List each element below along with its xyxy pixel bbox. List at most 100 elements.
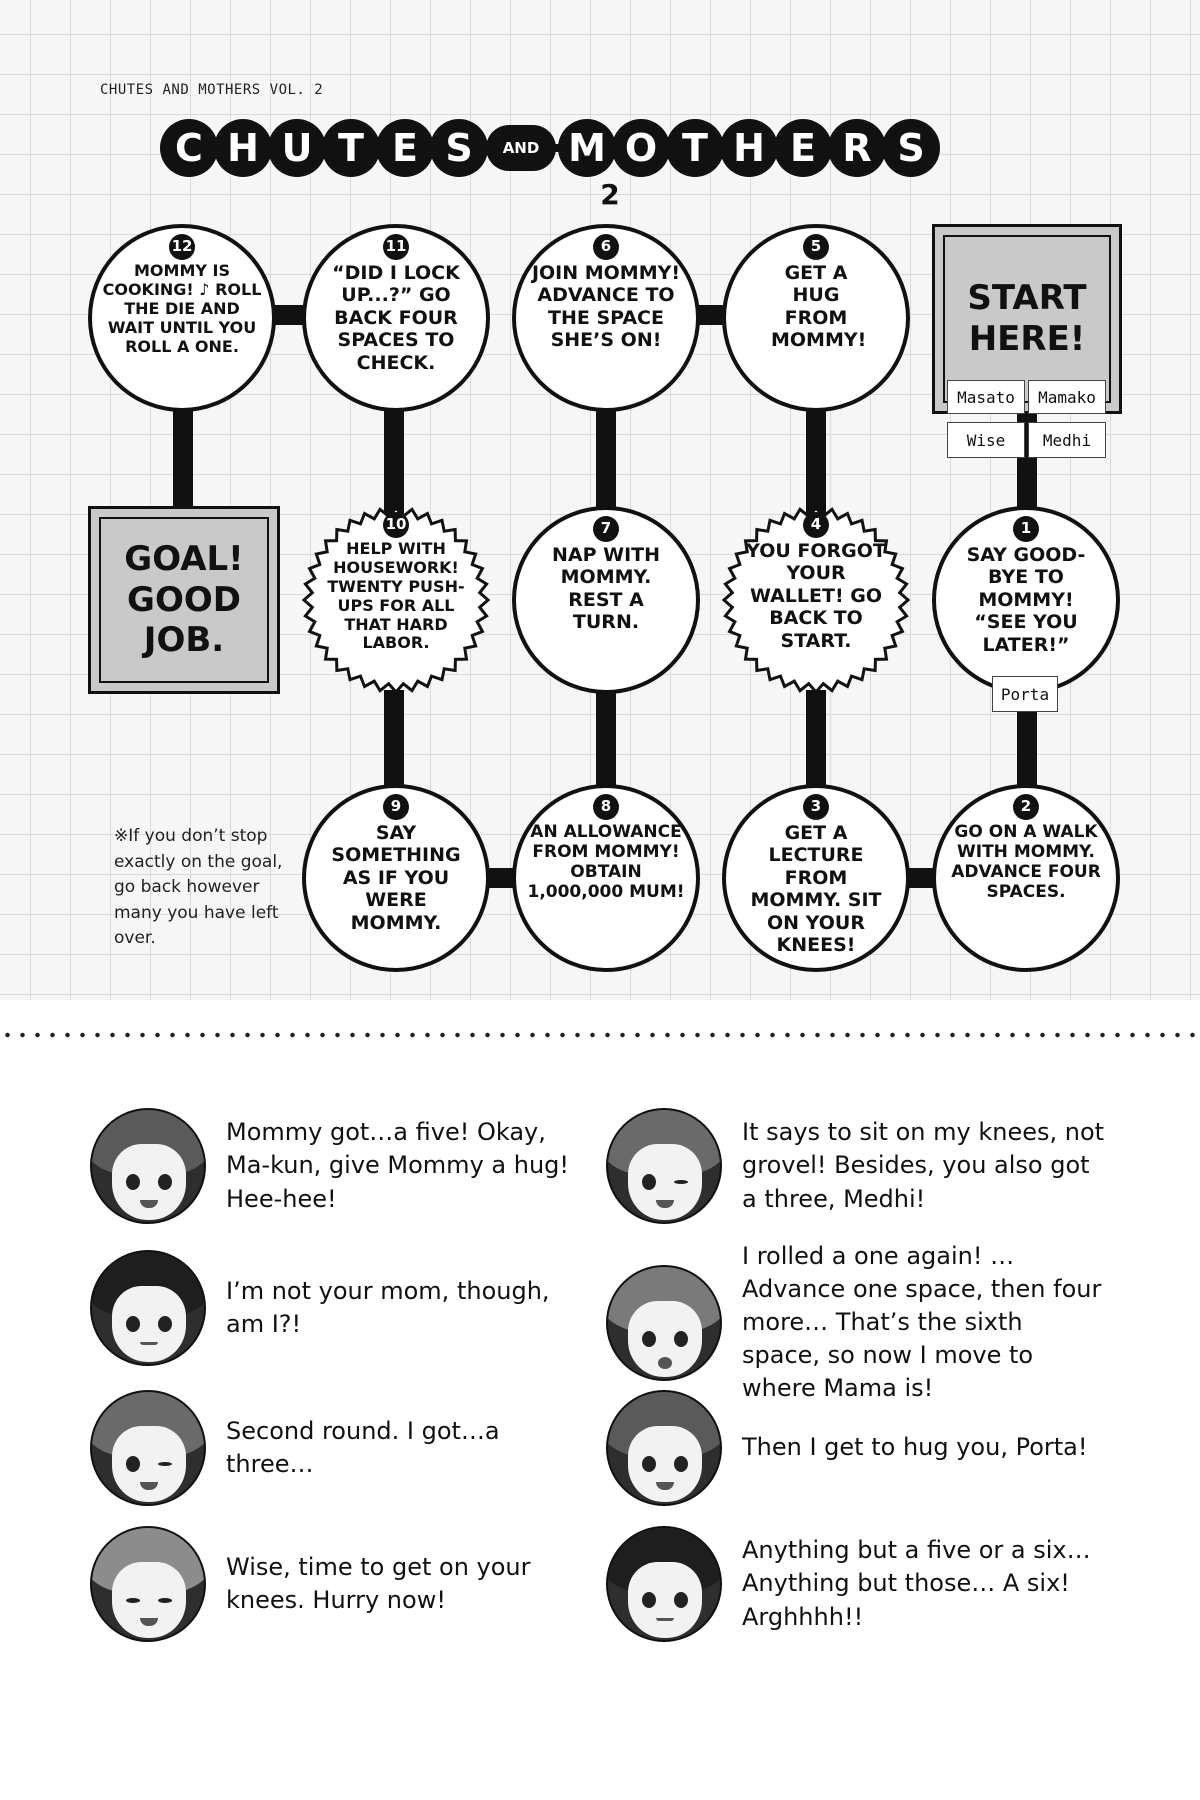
avatar-face — [628, 1562, 702, 1638]
dialogue-line: Wise, time to get on your knees. Hurry n… — [90, 1526, 570, 1642]
token-mamako: Mamako — [1028, 380, 1106, 414]
rule-note: ※If you don’t stop exactly on the goal, … — [114, 826, 283, 948]
volume-number: 2 — [600, 178, 620, 211]
space-text: GET A LECTURE FROM MOMMY. SIT ON YOUR KN… — [750, 822, 882, 957]
space-number: 3 — [803, 794, 829, 820]
connector — [1017, 690, 1037, 800]
dialogue-line: I’m not your mom, though, am I?! — [90, 1250, 570, 1366]
board-space-2: 2 GO ON A WALK WITH MOMMY. ADVANCE FOUR … — [932, 784, 1120, 972]
dialogue-text: Wise, time to get on your knees. Hurry n… — [226, 1552, 531, 1614]
goal-space: GOAL! GOOD JOB. — [88, 506, 280, 694]
dialogue-line: Then I get to hug you, Porta! — [606, 1390, 1106, 1506]
title-letter: S — [882, 119, 940, 177]
token-masato: Masato — [947, 380, 1025, 414]
dialogue-text: Second round. I got…a three… — [226, 1416, 500, 1478]
title-letter: T — [322, 119, 380, 177]
square-frame — [943, 235, 1111, 403]
wise-avatar — [90, 1526, 206, 1642]
square-frame — [99, 517, 269, 683]
dialogue-line: Second round. I got…a three… — [90, 1390, 570, 1506]
space-text: HELP WITH HOUSEWORK! TWENTY PUSH-UPS FOR… — [327, 539, 465, 653]
space-number: 6 — [593, 234, 619, 260]
zigzag-border — [302, 506, 490, 694]
space-text: MOMMY IS COOKING! ♪ ROLL THE DIE AND WAI… — [102, 261, 262, 356]
board-space-3: 3 GET A LECTURE FROM MOMMY. SIT ON YOUR … — [722, 784, 910, 972]
space-text: JOIN MOMMY! ADVANCE TO THE SPACE SHE’S O… — [531, 262, 681, 352]
porta-avatar — [606, 1264, 722, 1381]
space-text: NAP WITH MOMMY. REST A TURN. — [551, 544, 661, 634]
space-number: 1 — [1013, 516, 1039, 542]
dialogue-text: I’m not your mom, though, am I?! — [226, 1276, 550, 1338]
title-letter: O — [612, 119, 670, 177]
masato-avatar — [90, 1250, 206, 1366]
zigzag-border — [722, 506, 910, 694]
dialogue-line: I rolled a one again! …Advance one space… — [606, 1240, 1106, 1406]
board-space-1: 1 SAY GOOD-BYE TO MOMMY! “SEE YOU LATER!… — [932, 506, 1120, 694]
space-number: 7 — [593, 516, 619, 542]
title-letter: S — [430, 119, 488, 177]
space-number: 2 — [1013, 794, 1039, 820]
start-label: START HERE! — [967, 278, 1087, 359]
space-text: SAY SOMETHING AS IF YOU WERE MOMMY. — [331, 822, 461, 934]
connector — [806, 690, 826, 800]
avatar-face — [628, 1300, 702, 1377]
connector — [173, 400, 193, 510]
space-text: SAY GOOD-BYE TO MOMMY! “SEE YOU LATER!” — [966, 544, 1086, 656]
dialogue-text: I rolled a one again! …Advance one space… — [742, 1242, 1102, 1403]
dialogue-line: It says to sit on my knees, not grovel! … — [606, 1108, 1106, 1224]
avatar-face — [112, 1144, 186, 1220]
space-text: AN ALLOWANCE FROM MOMMY! OBTAIN 1,000,00… — [527, 822, 685, 903]
token-wise: Wise — [947, 422, 1025, 458]
connector — [596, 690, 616, 800]
space-text: YOU FORGOT YOUR WALLET! GO BACK TO START… — [746, 540, 886, 652]
title-letter: H — [720, 119, 778, 177]
title-letter: E — [774, 119, 832, 177]
dialogue-line: Mommy got…a five! Okay, Ma-kun, give Mom… — [90, 1108, 570, 1224]
title-letter: E — [376, 119, 434, 177]
avatar-face — [628, 1144, 702, 1220]
mamako-avatar — [606, 1390, 722, 1506]
masato-avatar — [606, 1526, 722, 1642]
medhi-avatar — [90, 1390, 206, 1506]
board-space-4: 4 YOU FORGOT YOUR WALLET! GO BACK TO STA… — [722, 506, 910, 694]
title-and: AND — [486, 125, 556, 171]
connector — [806, 400, 826, 520]
title-letter: C — [160, 119, 218, 177]
avatar-face — [112, 1562, 186, 1638]
board-space-10: 10 HELP WITH HOUSEWORK! TWENTY PUSH-UPS … — [302, 506, 490, 694]
title-letter: U — [268, 119, 326, 177]
dotted-divider — [0, 1032, 1200, 1038]
space-number: 4 — [803, 512, 829, 538]
dialogue-text: Anything but a five or a six… Anything b… — [742, 1536, 1091, 1631]
board-space-5: 5 GET A HUG FROM MOMMY! — [722, 224, 910, 412]
connector — [596, 400, 616, 520]
dialogue-text: It says to sit on my knees, not grovel! … — [742, 1118, 1105, 1213]
space-text: “DID I LOCK UP...?” GO BACK FOUR SPACES … — [332, 262, 460, 374]
token-porta: Porta — [992, 676, 1058, 712]
board-space-7: 7 NAP WITH MOMMY. REST A TURN. — [512, 506, 700, 694]
token-medhi: Medhi — [1028, 422, 1106, 458]
space-text: GO ON A WALK WITH MOMMY. ADVANCE FOUR SP… — [951, 822, 1101, 903]
title-letter: T — [666, 119, 724, 177]
space-number: 10 — [383, 512, 409, 538]
space-number: 11 — [383, 234, 409, 260]
space-number: 5 — [803, 234, 829, 260]
dialogue-text: Then I get to hug you, Porta! — [742, 1433, 1088, 1462]
avatar-face — [112, 1426, 186, 1502]
avatar-face — [628, 1426, 702, 1502]
title-letter: R — [828, 119, 886, 177]
mamako-avatar — [90, 1108, 206, 1224]
connector — [384, 690, 404, 800]
dialogue-text: Mommy got…a five! Okay, Ma-kun, give Mom… — [226, 1118, 570, 1213]
title-logo: C H U T E S AND M O T H E R S — [160, 118, 940, 178]
title-letter: H — [214, 119, 272, 177]
board-space-11: 11 “DID I LOCK UP...?” GO BACK FOUR SPAC… — [302, 224, 490, 412]
space-text: GET A HUG FROM MOMMY! — [771, 262, 867, 352]
title-letter: M — [558, 119, 616, 177]
space-number: 8 — [593, 794, 619, 820]
board-space-9: 9 SAY SOMETHING AS IF YOU WERE MOMMY. — [302, 784, 490, 972]
series-line: CHUTES AND MOTHERS VOL. 2 — [100, 82, 324, 98]
space-number: 9 — [383, 794, 409, 820]
connector — [384, 400, 404, 520]
goal-label: GOAL! GOOD JOB. — [124, 538, 244, 661]
